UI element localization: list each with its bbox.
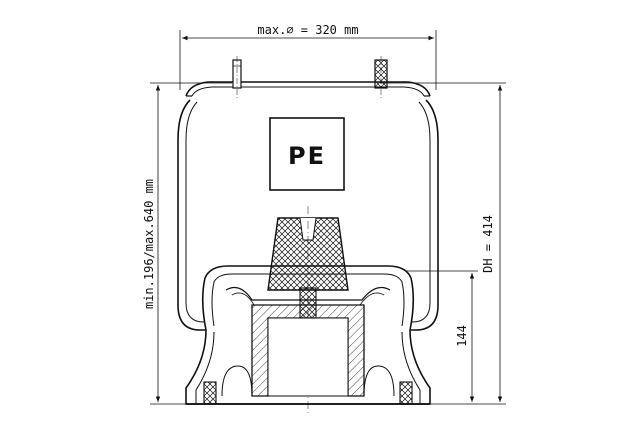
piston-height-label: 144 [455, 325, 469, 347]
bellows [177, 99, 439, 331]
piston-body [251, 287, 365, 397]
left-bottom-bolt [203, 381, 217, 405]
top-plate [185, 81, 431, 97]
design-height-label: DH = 414 [481, 215, 495, 273]
height-range-label: min.196/max.640 mm [142, 179, 156, 309]
design-height-dimension: DH = 414 [380, 82, 506, 405]
pe-logo: PE [269, 117, 345, 191]
piston-rim [201, 265, 415, 331]
height-dimension: min.196/max.640 mm [142, 82, 232, 405]
piston-skirt [185, 329, 431, 405]
max-diameter-label: max.⌀ = 320 mm [257, 23, 358, 37]
width-dimension: max.⌀ = 320 mm [179, 23, 437, 90]
right-stud [374, 56, 388, 100]
piston-height-dimension: 144 [405, 270, 478, 402]
left-stud [232, 56, 242, 100]
logo-text: PE [288, 142, 326, 170]
right-bottom-bolt [399, 381, 413, 405]
